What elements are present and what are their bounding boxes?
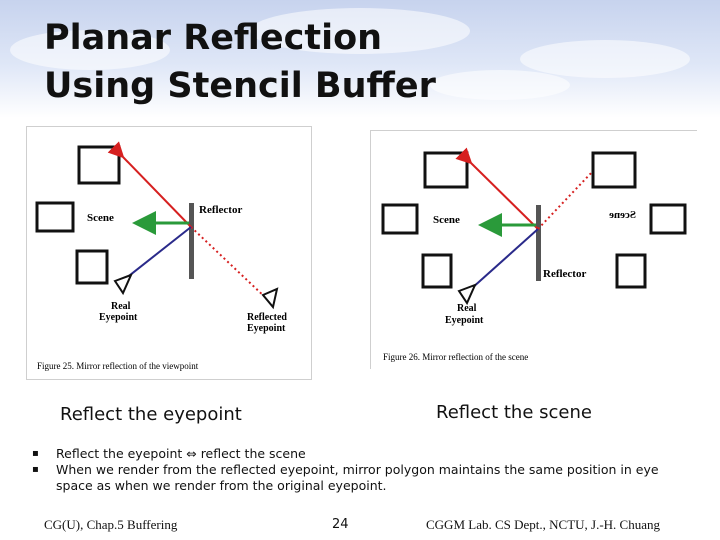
scene-box [35, 201, 75, 233]
figure-caption: Figure 25. Mirror reflection of the view… [37, 361, 199, 371]
mirrored-scene-label: Scene [609, 209, 636, 221]
slide-title: Planar Reflection Using Stencil Buffer [44, 14, 436, 110]
bullet-text: When we render from the reflected eyepoi… [56, 462, 659, 493]
bullet-list: ▪ Reflect the eyepoint ⇔ reflect the sce… [30, 446, 690, 494]
bullet-marker: ▪ [32, 464, 39, 475]
real-eyepoint-label: Eyepoint [445, 315, 484, 326]
bullet-marker: ▪ [32, 448, 39, 459]
red-ray [107, 141, 192, 228]
bullet-text: Reflect the eyepoint ⇔ reflect the scene [56, 446, 306, 461]
cloud-decoration [250, 8, 470, 54]
footer-course: CG(U), Chap.5 Buffering [44, 517, 178, 532]
title-line: Using Stencil Buffer [44, 66, 436, 106]
title-line: Planar Reflection [44, 18, 383, 58]
bullet-item: ▪ Reflect the eyepoint ⇔ reflect the sce… [30, 446, 690, 462]
cloud-decoration [520, 40, 690, 78]
footer-page-number: 24 [332, 517, 349, 532]
reflected-eyepoint-label: Reflected [247, 312, 287, 323]
mirror [189, 203, 194, 279]
real-eyepoint-icon [457, 283, 477, 306]
real-eyepoint-icon [113, 273, 133, 296]
scene-label: Scene [433, 214, 460, 226]
caption-reflect-scene: Reflect the scene [436, 402, 592, 423]
footer-lab: CGGM Lab. CS Dept., NCTU, J.-H. Chuang [426, 517, 660, 532]
scene-box [75, 249, 109, 285]
mirrored-scene-box [591, 151, 637, 189]
scene-box [421, 253, 453, 289]
reflected-eyepoint-icon [261, 287, 279, 310]
blue-ray [124, 226, 192, 280]
red-dotted-ray [190, 226, 268, 300]
red-dotted-ray [537, 170, 594, 230]
red-ray [455, 147, 539, 230]
figure-reflect-scene: Scene Scene Reflector Real Eyepoint Figu… [370, 130, 697, 369]
mirrored-scene-box [649, 203, 687, 235]
figure-reflect-eyepoint: Scene Reflector Real Eyepoint Reflected … [26, 126, 312, 380]
header-background [0, 0, 720, 118]
blue-ray [470, 228, 539, 290]
real-eyepoint-label: Real [111, 301, 131, 312]
figure-caption: Figure 26. Mirror reflection of the scen… [383, 352, 528, 362]
mirrored-scene-box [615, 253, 647, 289]
reflector-label: Reflector [199, 204, 242, 216]
reflector-label: Reflector [543, 268, 586, 280]
scene-label: Scene [87, 212, 114, 224]
real-eyepoint-label: Real [457, 303, 477, 314]
scene-box [423, 151, 469, 189]
cloud-decoration [430, 70, 570, 100]
scene-box [381, 203, 419, 235]
cloud-decoration [10, 30, 170, 70]
caption-reflect-eyepoint: Reflect the eyepoint [60, 404, 242, 425]
reflected-eyepoint-label: Eyepoint [247, 323, 286, 334]
bullet-item: ▪ When we render from the reflected eyep… [30, 462, 690, 494]
scene-box [77, 145, 121, 185]
real-eyepoint-label: Eyepoint [99, 312, 138, 323]
mirror [536, 205, 541, 281]
